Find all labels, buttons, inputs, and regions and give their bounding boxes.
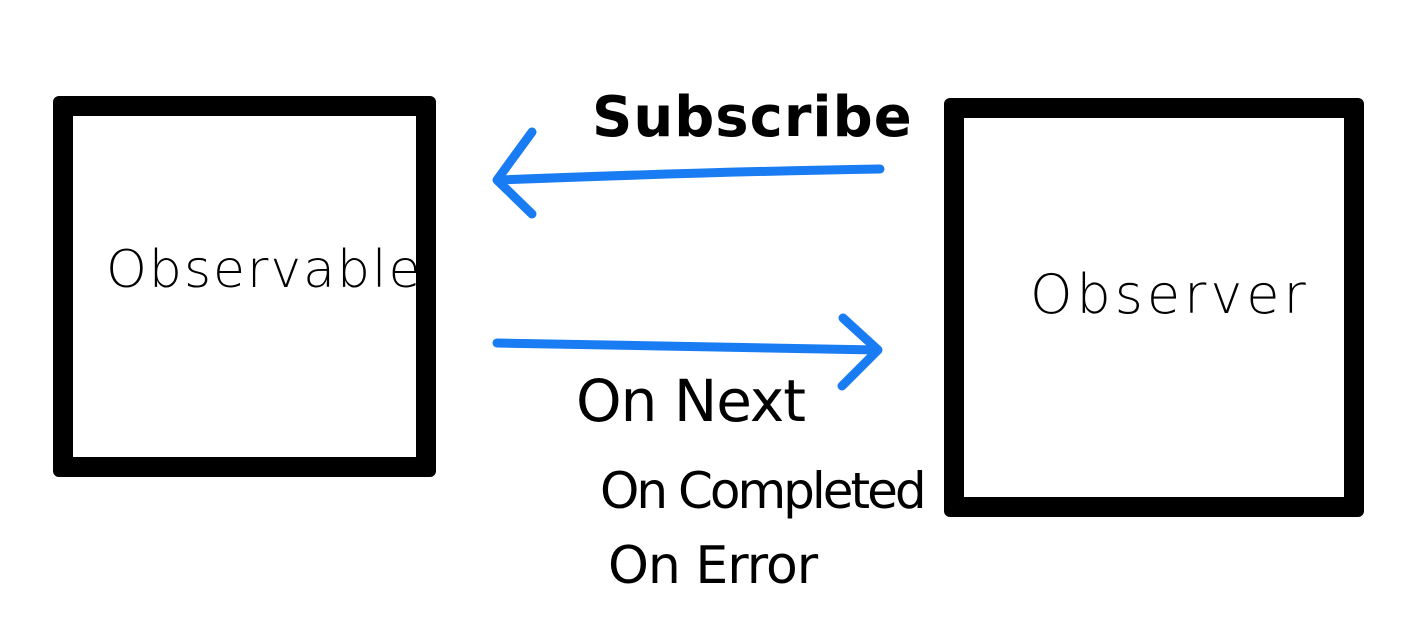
- observer-label: Observer: [1030, 263, 1310, 326]
- subscribe-arrow-head: [492, 127, 537, 219]
- subscribe-label: Subscribe: [592, 85, 913, 150]
- subscribe-arrow: [492, 127, 885, 219]
- on-next-label: On Next: [576, 367, 806, 435]
- observable-box: [53, 96, 436, 477]
- observable-label: Observable: [106, 240, 423, 300]
- on-error-label: On Error: [608, 536, 818, 596]
- on-completed-label: On Completed: [600, 462, 927, 520]
- emit-arrow: [492, 313, 883, 391]
- emit-arrow-head: [837, 313, 883, 391]
- subscribe-arrow-shaft: [495, 164, 885, 185]
- observer-box: [944, 98, 1364, 517]
- emit-arrow-shaft: [492, 338, 882, 355]
